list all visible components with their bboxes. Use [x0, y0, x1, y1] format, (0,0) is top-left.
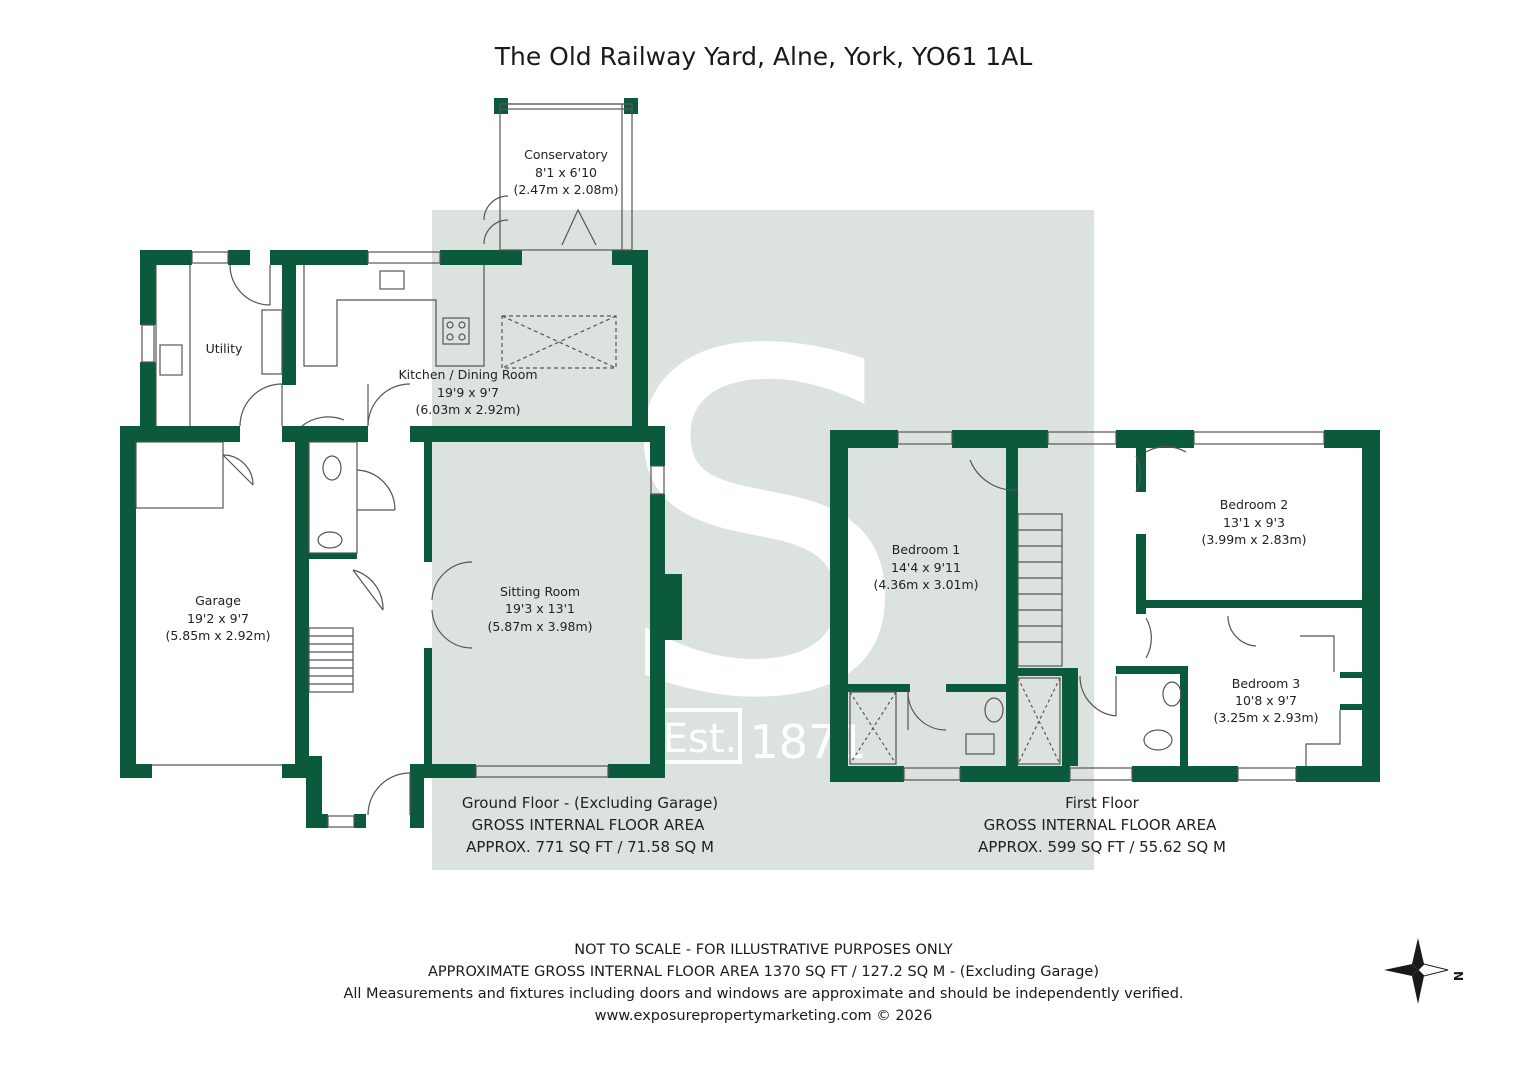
first-floor-lines: [849, 431, 1341, 781]
room-metric-sitting: (5.87m x 3.98m): [487, 619, 592, 634]
first-floor-label: First Floor: [1065, 794, 1139, 812]
room-metric-bedroom3: (3.25m x 2.93m): [1213, 710, 1318, 725]
watermark-est: Est.: [663, 716, 738, 762]
first-floor-labels: Bedroom 1 14'4 x 9'11 (4.36m x 3.01m) Be…: [873, 497, 1318, 725]
compass-icon: N: [1384, 938, 1465, 1004]
ground-floor-area: APPROX. 771 SQ FT / 71.58 SQ M: [466, 838, 714, 856]
first-floor-area-title: GROSS INTERNAL FLOOR AREA: [984, 816, 1217, 834]
room-name-kitchen: Kitchen / Dining Room: [398, 367, 537, 382]
room-metric-bedroom1: (4.36m x 3.01m): [873, 577, 978, 592]
room-size-bedroom2: 13'1 x 9'3: [1223, 515, 1285, 530]
room-name-sitting: Sitting Room: [500, 584, 580, 599]
property-address-title: The Old Railway Yard, Alne, York, YO61 1…: [494, 42, 1033, 71]
room-name-garage: Garage: [195, 593, 241, 608]
room-size-conservatory: 8'1 x 6'10: [535, 165, 597, 180]
ground-floor-labels: Conservatory 8'1 x 6'10 (2.47m x 2.08m) …: [165, 147, 618, 643]
footer-measurements-note: All Measurements and fixtures including …: [343, 986, 1184, 1002]
room-name-utility: Utility: [206, 341, 243, 356]
room-metric-bedroom2: (3.99m x 2.83m): [1201, 532, 1306, 547]
room-name-bedroom3: Bedroom 3: [1232, 676, 1300, 691]
room-size-kitchen: 19'9 x 9'7: [437, 385, 499, 400]
ground-floor-lines: [135, 103, 665, 828]
footer-total-area: APPROXIMATE GROSS INTERNAL FLOOR AREA 13…: [427, 964, 1100, 980]
footer-website: www.exposurepropertymarketing.com © 2026: [594, 1008, 933, 1024]
ground-floor-label: Ground Floor - (Excluding Garage): [462, 794, 718, 812]
ground-floor-walls: [120, 98, 682, 828]
footer-disclaimer: NOT TO SCALE - FOR ILLUSTRATIVE PURPOSES…: [574, 942, 953, 958]
ground-floor-area-title: GROSS INTERNAL FLOOR AREA: [472, 816, 705, 834]
watermark-year: 1871: [749, 715, 866, 769]
room-name-bedroom2: Bedroom 2: [1220, 497, 1288, 512]
room-size-sitting: 19'3 x 13'1: [505, 601, 575, 616]
first-floor-area: APPROX. 599 SQ FT / 55.62 SQ M: [978, 838, 1226, 856]
floor-area-captions: Ground Floor - (Excluding Garage) GROSS …: [462, 794, 1226, 856]
room-metric-garage: (5.85m x 2.92m): [165, 628, 270, 643]
room-metric-kitchen: (6.03m x 2.92m): [415, 402, 520, 417]
first-floor-walls: [830, 430, 1380, 782]
room-size-bedroom1: 14'4 x 9'11: [891, 560, 961, 575]
room-size-garage: 19'2 x 9'7: [187, 611, 249, 626]
watermark-box: [432, 210, 1094, 870]
room-name-conservatory: Conservatory: [524, 147, 608, 162]
room-size-bedroom3: 10'8 x 9'7: [1235, 693, 1297, 708]
room-name-bedroom1: Bedroom 1: [892, 542, 960, 557]
compass-north-label: N: [1451, 971, 1465, 981]
room-metric-conservatory: (2.47m x 2.08m): [513, 182, 618, 197]
